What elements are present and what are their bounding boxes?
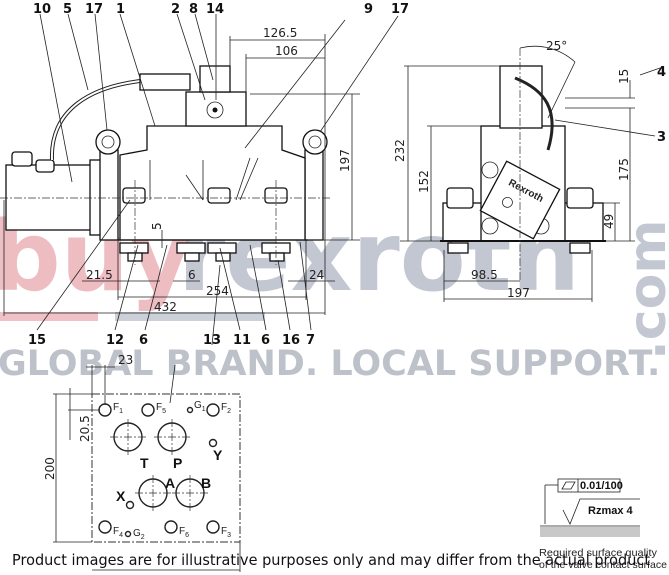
label-G1: G1 xyxy=(194,400,206,413)
label-F1: F1 xyxy=(113,402,123,415)
hole-F6 xyxy=(164,520,178,534)
label-F2: F2 xyxy=(221,402,231,415)
label-8: 8 xyxy=(189,2,198,17)
label-F5: F5 xyxy=(156,402,166,415)
dim-152: 152 xyxy=(417,170,431,193)
label-4: 4 xyxy=(657,65,666,80)
label-1: 1 xyxy=(116,2,125,17)
roughness-value: Rzmax 4 xyxy=(588,505,634,517)
lifting-eye-right xyxy=(302,129,328,155)
dim-106: 106 xyxy=(275,44,298,58)
label-3: 3 xyxy=(657,130,666,145)
port-A: A xyxy=(165,475,175,491)
label-6b: 6 xyxy=(261,333,270,348)
surface-caption-2: of the valve contact surface xyxy=(539,559,667,571)
port-Y: Y xyxy=(213,447,223,463)
flatness-frame xyxy=(557,478,621,493)
dim-15: 15 xyxy=(617,69,631,84)
port-X-bore xyxy=(125,500,135,510)
label-5: 5 xyxy=(63,2,72,17)
dim-254: 254 xyxy=(206,284,229,298)
hole-F2 xyxy=(206,403,220,417)
dim-126-5: 126.5 xyxy=(263,26,297,40)
dim-49: 49 xyxy=(602,214,616,229)
hole-F5 xyxy=(141,403,155,417)
dim-angle-25: 25° xyxy=(546,39,567,53)
dim-432: 432 xyxy=(154,300,177,314)
dim-5: 5 xyxy=(150,222,164,230)
dim-200: 200 xyxy=(43,457,57,480)
port-X: X xyxy=(116,488,126,504)
surface-caption-1: Required surface quality xyxy=(539,547,658,559)
hole-F4 xyxy=(98,520,112,534)
motor xyxy=(5,164,99,231)
label-G2: G2 xyxy=(133,528,145,541)
label-17-right: 17 xyxy=(391,2,409,17)
roughness-icon xyxy=(562,498,640,525)
lifting-eye-left xyxy=(95,129,121,155)
end-view: Rexroth 4 3 25° 15 232 152 175 4 xyxy=(393,39,666,302)
label-15: 15 xyxy=(28,333,46,348)
label-16: 16 xyxy=(282,333,300,348)
dim-175: 175 xyxy=(617,158,631,181)
disclaimer: Product images are for illustrative purp… xyxy=(12,551,650,569)
dim-6: 6 xyxy=(188,268,196,282)
label-10: 10 xyxy=(33,2,51,17)
hole-F1 xyxy=(98,403,112,417)
hole-G1 xyxy=(186,406,194,414)
label-17: 17 xyxy=(85,2,103,17)
dim-20-5: 20.5 xyxy=(78,415,92,442)
dim-232: 232 xyxy=(393,139,407,162)
hole-G2 xyxy=(124,530,132,538)
label-F4: F4 xyxy=(113,526,123,539)
mounting-face: T P Y A B X F1 F5 G1 F2 F4 G2 F6 F3 23 2… xyxy=(43,353,241,572)
label-13: 13 xyxy=(203,333,221,348)
dim-21-5: 21.5 xyxy=(86,268,113,282)
leader-lines xyxy=(36,13,399,346)
label-7: 7 xyxy=(306,333,315,348)
port-T: T xyxy=(140,455,149,471)
side-view: 10 5 17 1 2 8 14 9 17 15 12 6 13 11 6 16… xyxy=(0,2,409,348)
flatness-value: 0.01/100 xyxy=(580,480,623,492)
label-F3: F3 xyxy=(221,526,231,539)
watermark-tagline: GLOBAL BRAND. LOCAL SUPPORT. xyxy=(0,344,660,384)
label-12: 12 xyxy=(106,333,124,348)
dim-98-5: 98.5 xyxy=(471,268,498,282)
label-9: 9 xyxy=(364,2,373,17)
port-Y-bore xyxy=(208,438,218,448)
connector xyxy=(139,73,191,91)
dim-23: 23 xyxy=(118,353,133,367)
valve-body xyxy=(119,125,306,241)
label-6: 6 xyxy=(139,333,148,348)
label-14: 14 xyxy=(206,2,224,17)
dim-24: 24 xyxy=(309,268,324,282)
hole-F3 xyxy=(206,520,220,534)
label-F6: F6 xyxy=(179,526,189,539)
port-B: B xyxy=(201,475,211,491)
dim-197-end: 197 xyxy=(507,286,530,300)
port-P: P xyxy=(173,455,182,471)
surface-requirement: 0.01/100 Rzmax 4 Required surface qualit… xyxy=(539,478,667,571)
dim-197: 197 xyxy=(338,149,352,172)
flatness-icon xyxy=(561,481,576,490)
label-11: 11 xyxy=(233,333,251,348)
watermark-com: .com xyxy=(618,220,669,361)
label-2: 2 xyxy=(171,2,180,17)
